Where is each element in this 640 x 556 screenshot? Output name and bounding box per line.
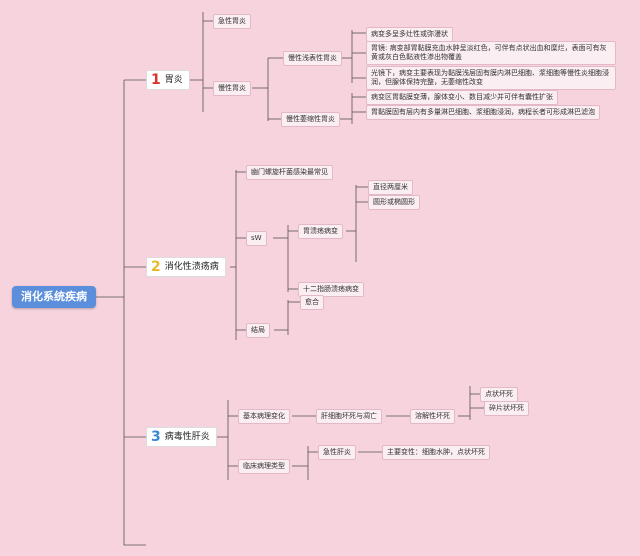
node-chronic-atrophic-gastritis[interactable]: 慢性萎缩性胃炎 [281, 112, 340, 127]
node-hepatocyte-necrosis[interactable]: 肝细胞坏死与凋亡 [316, 409, 382, 424]
leaf-main-degeneration[interactable]: 主要变性：细胞水肿，点状坏死 [382, 445, 490, 460]
node-lytic-necrosis[interactable]: 溶解性坏死 [410, 409, 455, 424]
node-basic-pathology[interactable]: 基本病理变化 [238, 409, 290, 424]
node-chronic-superficial-gastritis[interactable]: 慢性浅表性胃炎 [283, 51, 342, 66]
leaf-piecemeal-necrosis[interactable]: 碎片状坏死 [484, 401, 529, 416]
leaf-diameter[interactable]: 直径两厘米 [368, 180, 413, 195]
node-sw[interactable]: sW [246, 231, 267, 246]
node-hp-infection[interactable]: 幽门螺旋杆菌感染最常见 [246, 165, 333, 180]
leaf-atrophic-1[interactable]: 病变区胃黏膜变薄，腺体变小、数目减少并可伴有囊性扩张 [366, 90, 558, 105]
branch-label: 胃炎 [164, 75, 183, 85]
leaf-healing[interactable]: 愈合 [300, 295, 324, 310]
leaf-atrophic-2[interactable]: 胃黏膜固有层内有多量淋巴细胞、浆细胞浸润，病程长者可形成淋巴滤泡 [366, 105, 600, 120]
node-clinical-types[interactable]: 临床病理类型 [238, 459, 290, 474]
node-acute-hepatitis[interactable]: 急性肝炎 [318, 445, 356, 460]
node-duodenal-ulcer[interactable]: 十二指肠溃疡病变 [298, 282, 364, 297]
leaf-superficial-1[interactable]: 病变多呈多灶性或弥漫状 [366, 27, 453, 42]
number-badge-3: 3 [151, 429, 161, 445]
branch-label: 病毒性肝炎 [164, 432, 210, 442]
leaf-shape[interactable]: 圆形或椭圆形 [368, 195, 420, 210]
branch-label: 消化性溃疡病 [164, 262, 219, 272]
node-chronic-gastritis[interactable]: 慢性胃炎 [213, 81, 251, 96]
leaf-spotty-necrosis[interactable]: 点状坏死 [480, 387, 518, 402]
leaf-superficial-2[interactable]: 胃镜: 病变部胃黏膜充血水肿呈淡红色，可伴有点状出血和糜烂，表面可有灰黄或灰白色… [366, 41, 616, 65]
node-gastric-ulcer[interactable]: 胃溃疡病变 [298, 224, 343, 239]
leaf-superficial-3[interactable]: 光镜下，病变主要表现为黏膜浅层固有膜内淋巴细胞、浆细胞等慢性炎细胞浸润，但腺体保… [366, 66, 616, 90]
number-badge-2: 2 [151, 259, 161, 275]
node-acute-gastritis[interactable]: 急性胃炎 [213, 14, 251, 29]
node-outcome[interactable]: 结局 [246, 323, 270, 338]
root-node[interactable]: 消化系统疾病 [12, 286, 96, 308]
number-badge-1: 1 [151, 72, 161, 88]
